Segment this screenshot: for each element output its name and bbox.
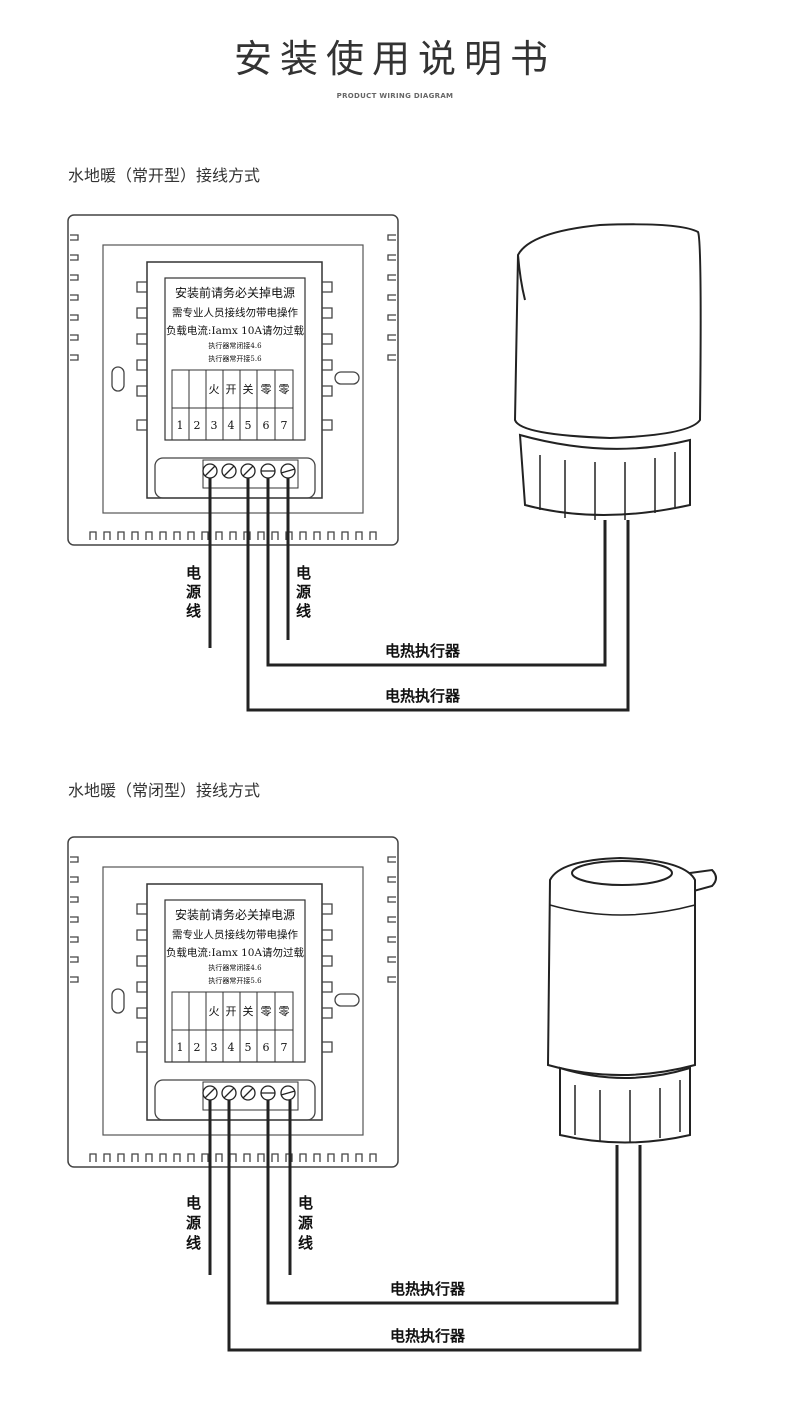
terminal-number-7: 7 <box>281 419 288 432</box>
terminal-label-6: 零 <box>261 383 272 396</box>
svg-text:线: 线 <box>296 602 311 620</box>
svg-text:源: 源 <box>296 583 311 601</box>
warning-line-4: 执行器常闭接4.6 <box>208 341 262 350</box>
terminal-label-7: 零 <box>279 383 290 396</box>
actuator-wire-label-2: 电热执行器 <box>385 687 461 705</box>
terminal-number-2: 2 <box>194 1041 201 1054</box>
svg-text:线: 线 <box>186 602 201 620</box>
terminal-label-3: 火 <box>209 1005 220 1018</box>
terminal-number-1: 1 <box>177 419 184 432</box>
terminal-number-4: 4 <box>228 419 235 432</box>
power-wire-label-right-2: 电 源 线 <box>298 1194 313 1252</box>
wires-normally-closed <box>208 1100 642 1352</box>
svg-text:电: 电 <box>186 564 201 582</box>
power-wire-label-left: 电 源 线 <box>186 564 201 620</box>
page-subtitle: PRODUCT WIRING DIAGRAM <box>336 92 454 100</box>
actuator-normally-closed <box>546 856 717 1144</box>
power-wire-label-right: 电 源 线 <box>296 564 311 620</box>
thermostat-panel-normally-closed: 安装前请务必关掉电源 需专业人员接线勿带电操作 负载电流:Iamx 10A请勿过… <box>67 836 399 1168</box>
section-title-normally-closed: 水地暖（常闭型）接线方式 <box>68 781 261 800</box>
terminal-label-4: 开 <box>226 1005 237 1018</box>
terminal-label-5: 关 <box>243 382 254 396</box>
warning-line-2: 需专业人员接线勿带电操作 <box>172 306 298 319</box>
terminal-label-3: 火 <box>209 383 220 396</box>
terminal-number-3: 3 <box>211 419 218 432</box>
svg-text:线: 线 <box>298 1234 313 1252</box>
warning-line-2: 需专业人员接线勿带电操作 <box>172 928 298 941</box>
terminal-number-1: 1 <box>177 1041 184 1054</box>
actuator-wire-label-3: 电热执行器 <box>390 1280 466 1298</box>
warning-line-1: 安装前请务必关掉电源 <box>175 285 295 300</box>
terminal-label-4: 开 <box>226 383 237 396</box>
warning-line-5: 执行器常开接5.6 <box>208 354 262 363</box>
terminal-number-2: 2 <box>194 419 201 432</box>
actuator-wire-label-1: 电热执行器 <box>385 642 461 660</box>
svg-text:电: 电 <box>298 1194 313 1212</box>
page-title: 安装使用说明书 <box>233 37 556 81</box>
actuator-wire-label-4: 电热执行器 <box>390 1327 466 1345</box>
warning-line-4: 执行器常闭接4.6 <box>208 963 262 972</box>
section-title-normally-open: 水地暖（常开型）接线方式 <box>68 166 261 185</box>
actuator-normally-open <box>513 223 702 520</box>
thermostat-panel-normally-open: 安装前请务必关掉电源 需专业人员接线勿带电操作 负载电流:Iamx 10A请勿过… <box>67 214 399 546</box>
terminal-number-5: 5 <box>245 419 252 432</box>
svg-text:源: 源 <box>186 1214 201 1232</box>
terminal-number-3: 3 <box>211 1041 218 1054</box>
terminal-label-7: 零 <box>279 1005 290 1018</box>
terminal-number-6: 6 <box>263 419 270 432</box>
warning-line-5: 执行器常开接5.6 <box>208 976 262 985</box>
svg-text:源: 源 <box>186 583 201 601</box>
power-wire-label-left-2: 电 源 线 <box>186 1194 201 1252</box>
svg-text:线: 线 <box>186 1234 201 1252</box>
terminal-label-6: 零 <box>261 1005 272 1018</box>
terminal-number-5: 5 <box>245 1041 252 1054</box>
wires-normally-open <box>208 478 630 712</box>
terminal-number-4: 4 <box>228 1041 235 1054</box>
terminal-number-7: 7 <box>281 1041 288 1054</box>
terminal-label-5: 关 <box>243 1004 254 1018</box>
warning-line-3: 负载电流:Iamx 10A请勿过载 <box>166 324 305 337</box>
svg-text:电: 电 <box>296 564 311 582</box>
svg-text:源: 源 <box>298 1214 313 1232</box>
warning-line-1: 安装前请务必关掉电源 <box>175 907 295 922</box>
svg-text:电: 电 <box>186 1194 201 1212</box>
warning-line-3: 负载电流:Iamx 10A请勿过载 <box>166 946 305 959</box>
terminal-number-6: 6 <box>263 1041 270 1054</box>
